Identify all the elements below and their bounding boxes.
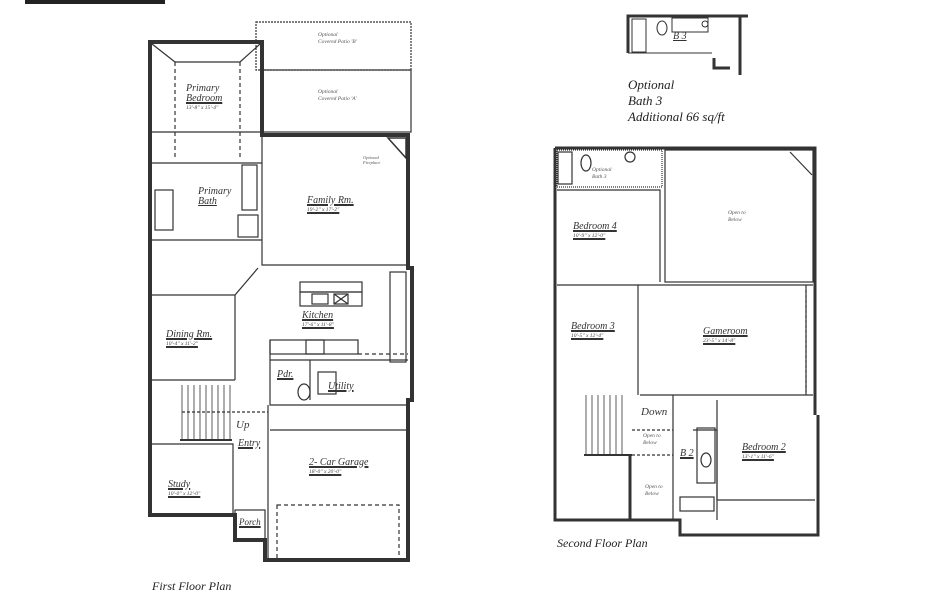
room-bedroom-3: Bedroom 3 10'-5" x 12'-4"	[571, 321, 615, 339]
optional-bath-inset	[626, 14, 748, 75]
room-porch: Porch	[239, 517, 261, 527]
stairs-down-label: Down	[641, 406, 668, 418]
header-fragment	[25, 0, 165, 4]
stairs-up-label: Up	[236, 419, 250, 431]
room-gameroom: Gameroom 23'-5" x 14'-8"	[703, 326, 748, 344]
room-primary-bath: Primary Bath	[198, 186, 232, 207]
inset-bath-label: B 3	[673, 31, 687, 42]
room-powder: Pdr.	[277, 369, 294, 380]
room-family: Family Rm. 19'-2" x 17'-2"	[307, 195, 354, 213]
room-bath-2: B 2	[680, 448, 694, 459]
room-entry: Entry	[238, 438, 261, 449]
room-bedroom-4: Bedroom 4 10'-9" x 12'-0"	[573, 221, 617, 239]
room-study: Study 10'-0" x 12'-0"	[168, 479, 201, 497]
second-floor-walls	[553, 146, 820, 537]
room-dining: Dining Rm. 10'-4" x 11'-2"	[166, 329, 213, 347]
room-bedroom-2: Bedroom 2 13'-1" x 11'-6"	[742, 442, 786, 460]
second-floor-caption: Second Floor Plan	[557, 536, 648, 550]
room-primary-bedroom: Primary Bedroom 13'-8" x 15'-4"	[186, 83, 223, 111]
room-garage: 2- Car Garage 18'-0" x 20'-0"	[309, 457, 369, 475]
optional-bath-note: Optional Bath 3 Additional 66 sq/ft	[628, 77, 725, 124]
room-utility: Utility	[328, 381, 354, 392]
first-floor-caption: First Floor Plan	[152, 579, 232, 593]
room-kitchen: Kitchen 17'-6" x 11'-8"	[302, 310, 334, 328]
